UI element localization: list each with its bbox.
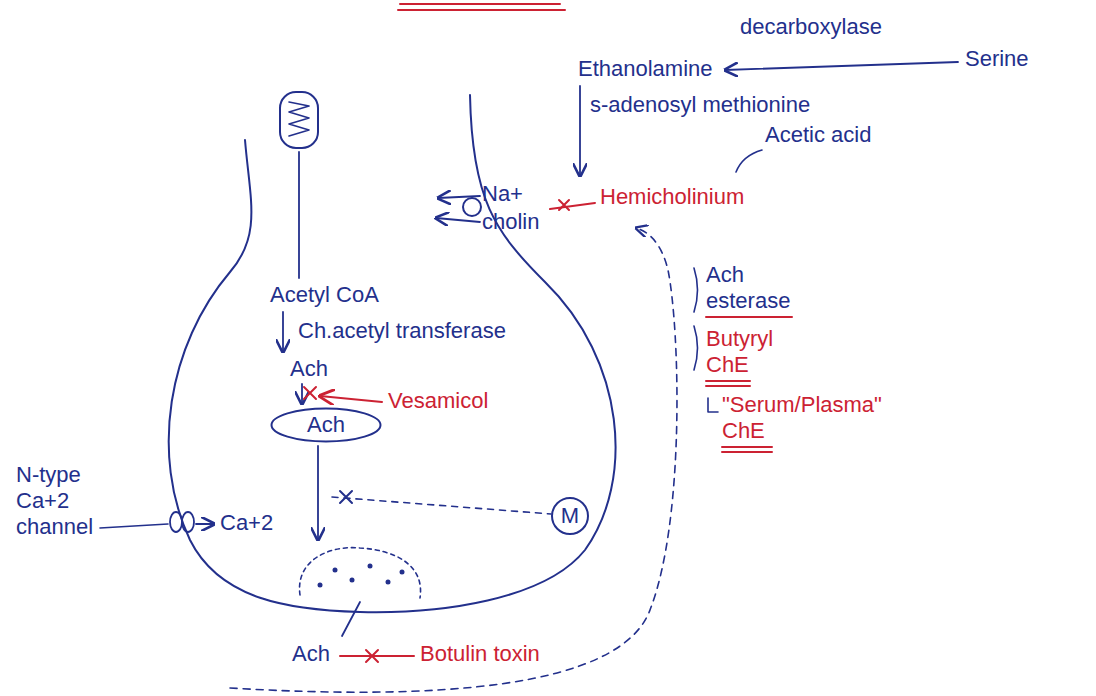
- drug-name: Vesamicol: [388, 388, 488, 414]
- inhibition-arrow: [320, 396, 382, 402]
- calcium-channel: [182, 512, 194, 532]
- mitochondrion: [280, 92, 318, 148]
- pathway-arrow: [579, 86, 581, 176]
- ion-name: Ca+2: [220, 510, 273, 536]
- release-arrow: [317, 446, 319, 540]
- feedback-line: [332, 497, 551, 514]
- vesicle-membrane: [272, 409, 381, 442]
- molecule-name: s-adenosyl methionine: [590, 92, 810, 118]
- molecule-name: Serine: [965, 46, 1029, 72]
- molecule-name: Ach: [290, 356, 328, 382]
- node-text: Ach: [307, 412, 345, 438]
- molecule-name: Ethanolamine: [578, 56, 713, 82]
- channel-name: N-type Ca+2 channel: [16, 462, 100, 540]
- enzyme-name: decarboxylase: [740, 14, 882, 40]
- nerve-terminal: [169, 95, 616, 612]
- dot: [400, 570, 405, 575]
- underline: [722, 447, 772, 452]
- mitochondrion-cristae: [289, 102, 309, 136]
- bracket: [694, 268, 698, 370]
- reuptake-path: [230, 228, 677, 692]
- pathway-line: [298, 152, 300, 278]
- calcium-channel: [170, 512, 182, 532]
- hook-arrow: [708, 398, 718, 412]
- dot: [318, 583, 323, 588]
- molecule-name: cholin: [482, 209, 539, 235]
- block-mark: [559, 200, 569, 210]
- title-underline: [398, 4, 565, 10]
- leader-line: [736, 150, 762, 172]
- leader-line: [100, 524, 168, 528]
- muscarinic-receptor: M: [551, 497, 589, 535]
- block-mark: [304, 387, 316, 399]
- block-mark: [366, 650, 378, 662]
- synaptic-vesicle: Ach: [270, 407, 382, 443]
- dot: [350, 578, 355, 583]
- sodium-arrow: [438, 196, 480, 198]
- pathway-arrow: [301, 384, 303, 404]
- enzyme-name: Butyryl ChE: [706, 326, 798, 378]
- enzyme-name: Ch.acetyl transferase: [298, 318, 506, 344]
- underline: [706, 381, 750, 386]
- release-line: [342, 602, 360, 636]
- pathway-arrow: [282, 312, 284, 352]
- choline-transporter: [463, 198, 481, 216]
- molecule-name: Ach: [292, 641, 330, 667]
- choline-arrow: [436, 218, 480, 222]
- block-mark: [340, 491, 352, 503]
- dot: [333, 568, 338, 573]
- underline: [706, 316, 792, 318]
- molecule-name: Acetyl CoA: [270, 282, 379, 308]
- molecule-name: Acetic acid: [765, 122, 871, 148]
- ion-name: Na+: [482, 181, 523, 207]
- node-text: M: [561, 503, 579, 529]
- enzyme-name: "Serum/Plasma" ChE: [722, 392, 898, 444]
- inhibition-line: [550, 203, 595, 209]
- transmitter-dots: [318, 564, 405, 588]
- release-zone: [300, 548, 421, 598]
- dot: [386, 580, 391, 585]
- drug-name: Hemicholinium: [600, 184, 744, 210]
- pathway-arrow: [725, 62, 958, 70]
- dot: [368, 564, 373, 569]
- inhibition-line: [340, 655, 414, 657]
- enzyme-name: Ach esterase: [706, 262, 798, 314]
- drug-name: Botulin toxin: [420, 641, 540, 667]
- calcium-arrow: [196, 523, 214, 525]
